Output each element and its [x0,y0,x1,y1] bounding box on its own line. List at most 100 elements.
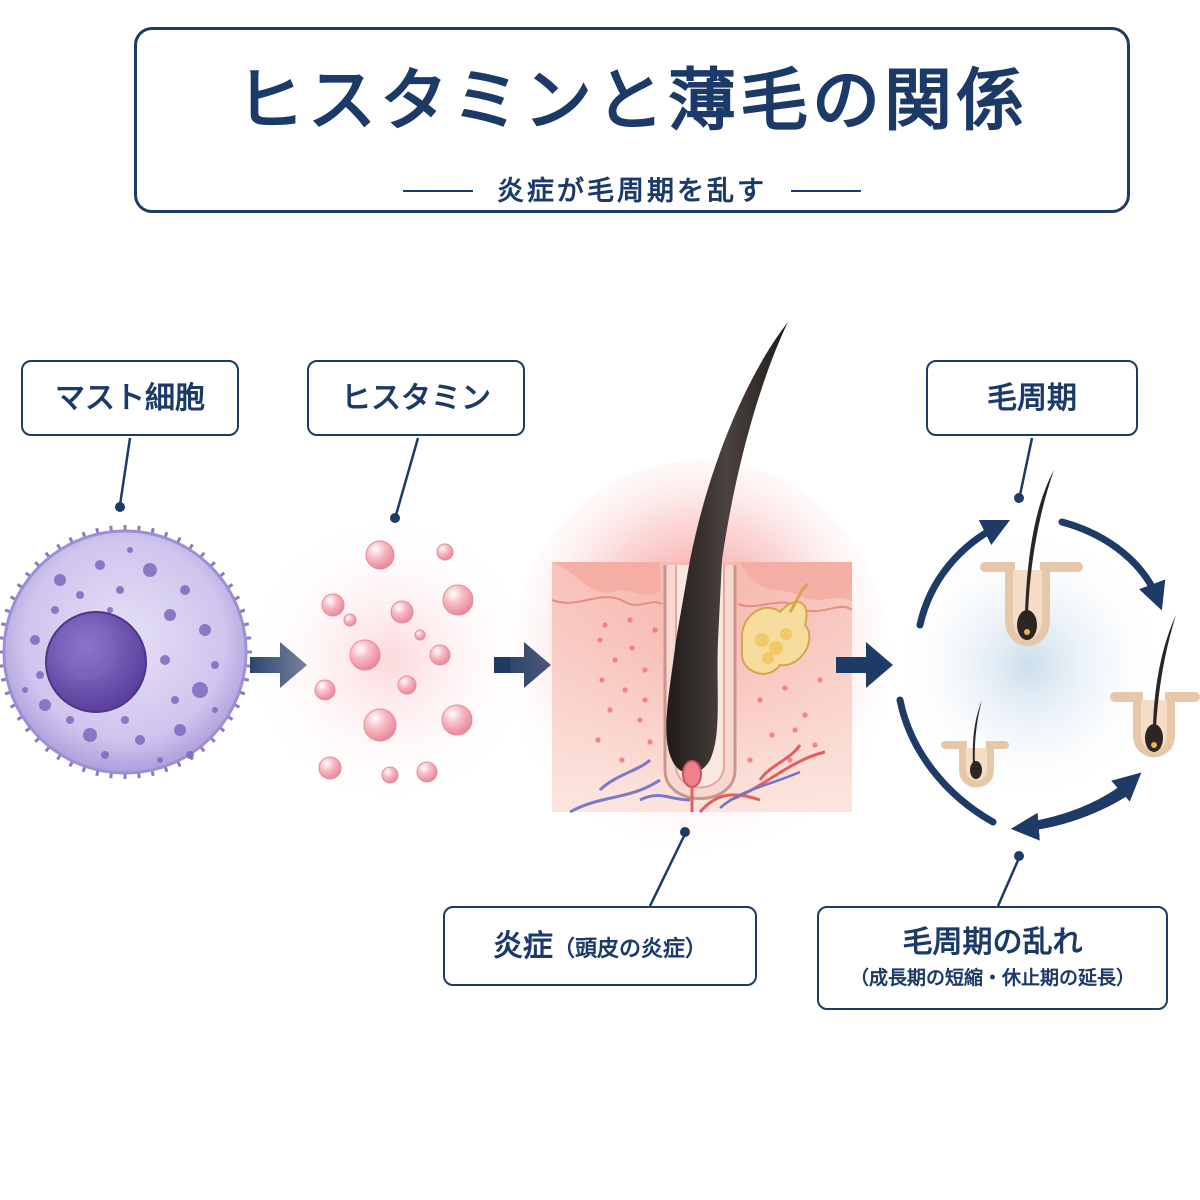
inflammation-dot [782,685,788,691]
cell-granule [51,606,59,614]
cell-granule [199,624,211,636]
inflammation-dot [787,757,793,763]
cell-granule [95,560,105,570]
label-hair-cycle-text: 毛周期 [987,380,1077,416]
cell-granule [171,696,179,704]
hair-cycle-connector [1014,437,1034,503]
histamine-droplet [414,629,426,641]
inflammation-dot [612,657,618,663]
page-subtitle: 炎症が毛周期を乱す [497,175,767,207]
cell-granule [174,724,186,736]
inflammation-dot [642,697,648,703]
histamine-droplet [363,708,397,742]
title-panel: ヒスタミンと薄毛の関係 炎症が毛周期を乱す [134,27,1130,213]
hair-follicle-resting [941,700,1009,788]
page-title: ヒスタミンと薄毛の関係 [235,62,1028,141]
inflammation-dot [622,687,628,693]
histamine-droplet [436,543,454,561]
cell-granule [76,591,84,599]
cell-granule [39,699,51,711]
histamine-droplet [416,761,438,783]
cell-granule [107,607,113,613]
histamine-droplet [441,704,473,736]
hair-follicle-growth [980,470,1083,646]
cell-granule [101,751,109,759]
inflammation-dot [595,737,601,743]
cell-granule [135,735,145,745]
label-mast-cell: マスト細胞 [21,360,239,436]
inflammation-dot [769,732,775,738]
cell-granule [160,655,170,665]
scalp-cross-section [510,322,890,860]
histamine-droplet [397,675,417,695]
label-mast-cell-text: マスト細胞 [55,380,205,416]
cell-granule [22,687,28,693]
label-disruption-detail: （成長期の短縮・休止期の延長） [849,967,1135,990]
disruption-connector [996,851,1024,907]
histamine-droplet [390,600,414,624]
subtitle-row: 炎症が毛周期を乱す [137,176,1127,206]
histamine-droplet [429,644,451,666]
histamine-droplet [314,679,336,701]
cell-granule [192,682,208,698]
inflammation-dot [602,622,608,628]
inflammation-dot [597,637,603,643]
inflammation-dot [817,677,823,683]
histamine-droplet [365,540,395,570]
inflammation-dot [607,707,613,713]
inflammation-dot [599,677,605,683]
cell-granule [143,563,157,577]
histamine-droplet [343,613,357,627]
hair-follicle-mature [1110,615,1200,758]
label-hair-cycle-disruption: 毛周期の乱れ （成長期の短縮・休止期の延長） [817,906,1168,1010]
mast-cell-illustration [0,525,252,779]
label-disruption-text: 毛周期の乱れ [902,925,1083,961]
inflammation-dot [619,757,625,763]
cell-granule [54,574,66,586]
label-inflammation-detail: （頭皮の炎症） [552,936,707,962]
inflammation-dot [652,627,658,633]
label-inflammation: 炎症（頭皮の炎症） [443,906,757,986]
inflammation-dot [642,667,648,673]
label-inflammation-main: 炎症 [492,928,553,964]
cell-granule [83,728,97,742]
subtitle-rule-left [403,190,473,192]
inflammation-dot [812,742,818,748]
cell-granule [157,757,163,763]
inflammation-connector [648,827,690,907]
cell-granule [121,716,129,724]
histamine-droplet [318,756,342,780]
cell-granule [30,635,40,645]
inflammation-dot [627,617,633,623]
inflammation-dot [792,727,798,733]
cell-granule [164,609,176,621]
histamine-molecules [240,510,540,810]
inflammation-dot [802,712,808,718]
label-hair-cycle: 毛周期 [926,360,1138,436]
cell-granule [186,751,194,759]
inflammation-dot [637,717,643,723]
cell-granule [212,707,218,713]
mast-cell-connector [115,437,132,512]
inflammation-dot [747,757,753,763]
inflammation-dot [757,697,763,703]
cell-granule [116,586,124,594]
label-histamine: ヒスタミン [307,360,525,436]
label-histamine-text: ヒスタミン [341,380,491,416]
histamine-droplet [381,766,399,784]
cell-granule [127,547,133,553]
cell-granule [66,716,74,724]
histamine-droplet [349,639,381,671]
histamine-droplet [442,584,474,616]
cell-granule [211,661,219,669]
inflammation-dot [647,739,653,745]
histamine-droplet [321,593,345,617]
hair-cycle-diagram [890,470,1200,841]
cell-granule [36,671,44,679]
histamine-connector [390,437,420,523]
subtitle-rule-right [791,190,861,192]
label-inflammation-text: 炎症（頭皮の炎症） [493,930,707,963]
cell-granule [180,585,190,595]
